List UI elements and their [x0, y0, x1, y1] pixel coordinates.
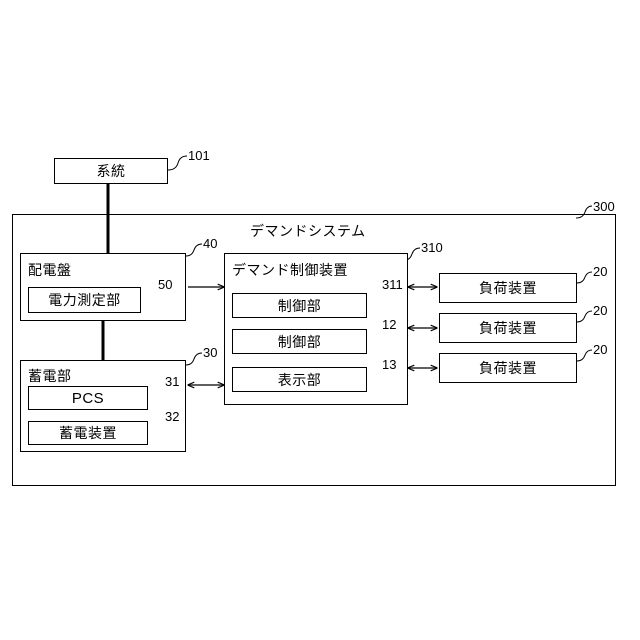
storage-device-box: 蓄電装置	[28, 421, 148, 445]
controller-module-1-box: 制御部	[232, 293, 367, 318]
controller-module-2-ref: 12	[382, 317, 396, 332]
controller-module-3-label: 表示部	[278, 370, 322, 390]
grid-source-label: 系統	[97, 161, 126, 181]
storage-unit-title: 蓄電部	[28, 366, 72, 386]
load-device-3-box: 負荷装置	[439, 353, 577, 383]
power-meter-label: 電力測定部	[48, 290, 121, 310]
controller-module-1-ref: 311	[382, 277, 403, 292]
controller-module-3-box: 表示部	[232, 367, 367, 392]
distribution-board-ref: 40	[203, 236, 217, 251]
demand-controller-title: デマンド制御装置	[232, 260, 348, 280]
demand-system-ref: 300	[593, 199, 615, 214]
storage-unit-ref: 30	[203, 345, 217, 360]
load-device-1-ref: 20	[593, 264, 607, 279]
demand-controller-ref: 310	[421, 240, 443, 255]
pcs-label: PCS	[72, 390, 104, 407]
load-device-1-label: 負荷装置	[479, 278, 537, 298]
storage-device-label: 蓄電装置	[59, 423, 117, 443]
controller-module-1-label: 制御部	[278, 296, 322, 316]
distribution-board-title: 配電盤	[28, 260, 72, 280]
grid-source-box: 系統	[54, 158, 168, 184]
load-device-2-label: 負荷装置	[479, 318, 537, 338]
grid-source-ref: 101	[188, 148, 210, 163]
demand-system-title: デマンドシステム	[250, 221, 366, 241]
power-meter-ref: 50	[158, 277, 172, 292]
load-device-3-label: 負荷装置	[479, 358, 537, 378]
load-device-2-box: 負荷装置	[439, 313, 577, 343]
pcs-box: PCS	[28, 386, 148, 410]
load-device-3-ref: 20	[593, 342, 607, 357]
load-device-1-box: 負荷装置	[439, 273, 577, 303]
pcs-ref: 31	[165, 374, 179, 389]
storage-device-ref: 32	[165, 409, 179, 424]
controller-module-2-box: 制御部	[232, 329, 367, 354]
power-meter-box: 電力測定部	[28, 287, 141, 313]
controller-module-3-ref: 13	[382, 357, 396, 372]
load-device-2-ref: 20	[593, 303, 607, 318]
controller-module-2-label: 制御部	[278, 332, 322, 352]
